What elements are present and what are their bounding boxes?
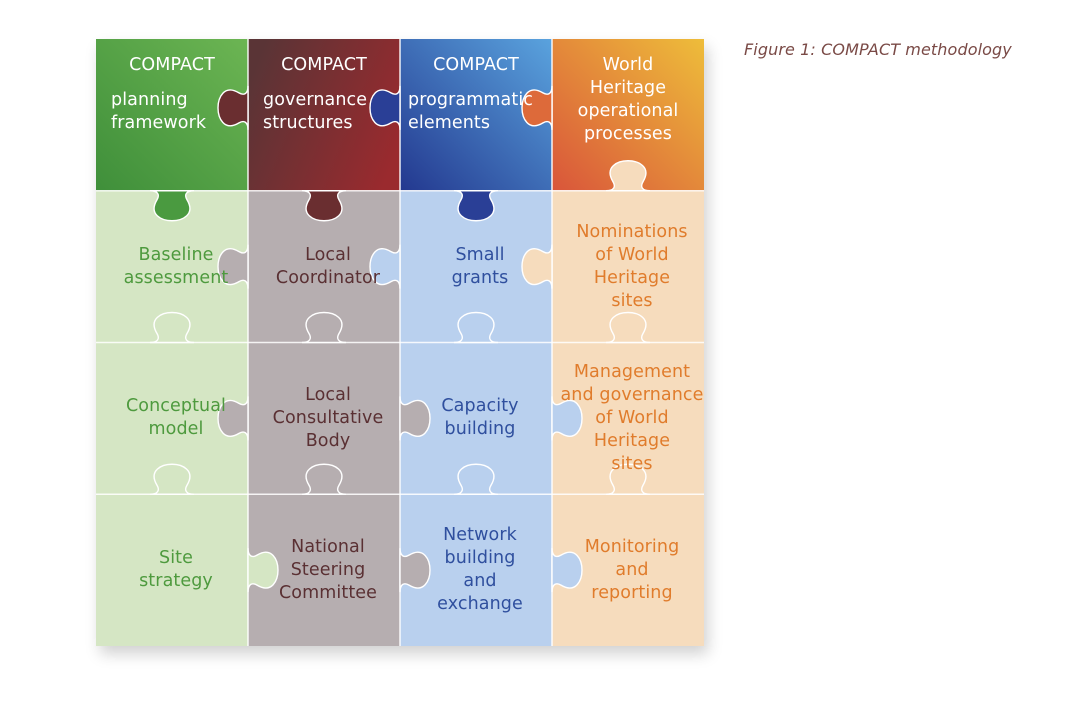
knob-h-0-1 xyxy=(217,85,249,130)
knob-h-2-2 xyxy=(399,396,431,441)
knob-h-1-2 xyxy=(369,244,401,289)
knob-governance-3-up xyxy=(301,463,347,495)
figure-caption: Figure 1: COMPACT methodology xyxy=(744,40,1012,59)
knob-planning-2-up xyxy=(149,311,195,344)
knob-header-planning xyxy=(149,190,195,222)
knob-h-1-3 xyxy=(521,244,553,289)
knob-planning-3-up xyxy=(149,463,195,495)
knob-h-1-1 xyxy=(217,244,249,289)
knob-world-heritage-1-up xyxy=(605,160,651,192)
knob-h-0-2 xyxy=(369,85,401,130)
knob-h-3-2 xyxy=(399,548,431,593)
knob-governance-2-up xyxy=(301,311,347,344)
knob-h-2-1 xyxy=(217,396,249,441)
knob-world-heritage-2-up xyxy=(605,311,651,344)
puzzle-pieces xyxy=(96,39,704,646)
puzzle-knobs xyxy=(149,85,651,593)
knob-h-2-3 xyxy=(551,396,583,441)
knob-h-3-3 xyxy=(551,548,583,593)
knob-header-programmatic xyxy=(453,190,499,222)
knob-h-3-1 xyxy=(247,548,279,593)
knob-world-heritage-3-up xyxy=(605,463,651,495)
knob-h-0-3 xyxy=(521,85,553,130)
knob-programmatic-3-up xyxy=(453,463,499,495)
piece-planning-3 xyxy=(96,494,248,646)
knob-header-governance xyxy=(301,190,347,222)
knob-programmatic-2-up xyxy=(453,311,499,344)
piece-borders xyxy=(96,39,704,646)
